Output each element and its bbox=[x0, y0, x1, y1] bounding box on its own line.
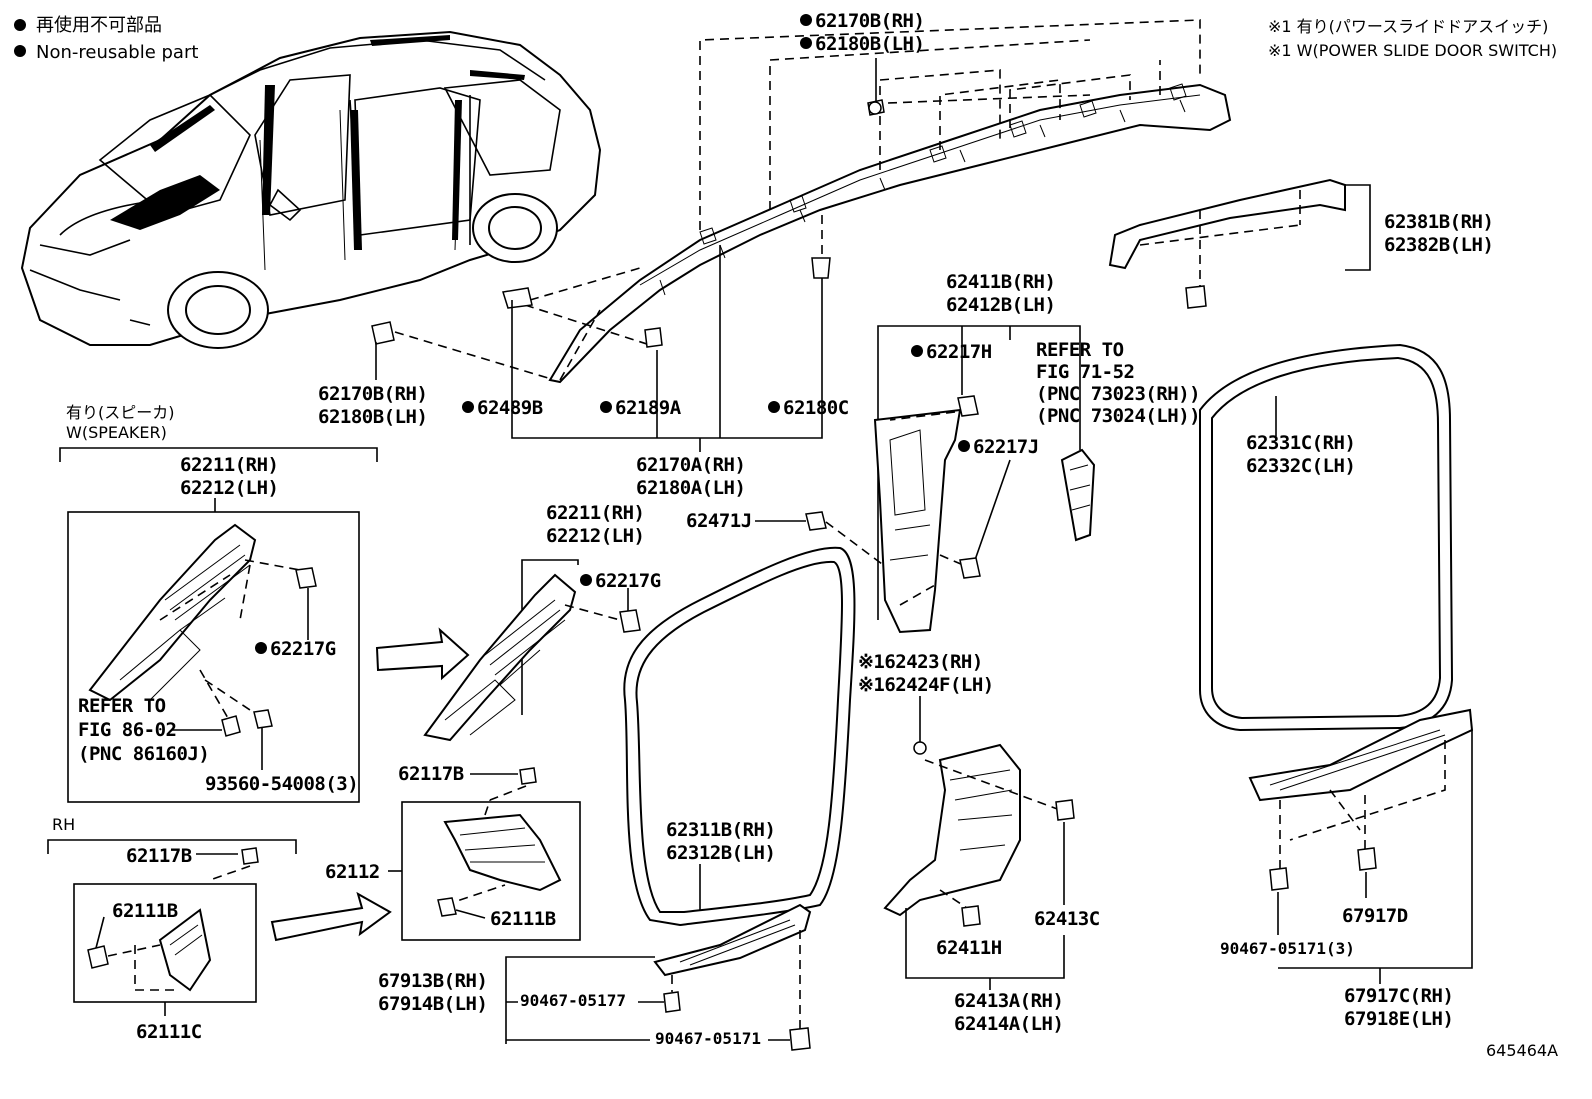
label-62381b-rh: 62381B(RH) bbox=[1384, 211, 1493, 233]
label-67914b-lh: 67914B(LH) bbox=[378, 993, 487, 1015]
legend-en: Non-reusable part bbox=[36, 42, 198, 63]
refer-to-1: REFER TO bbox=[78, 695, 166, 717]
label-62170b-rh: 62170B(RH) bbox=[318, 383, 427, 405]
label-62180b-lh: 62180B(LH) bbox=[318, 406, 427, 428]
label-62212-lh-mid: 62212(LH) bbox=[546, 525, 644, 547]
label-62411h: 62411H bbox=[936, 937, 1002, 959]
label-62170b-rh-top: 62170B(RH) bbox=[815, 10, 924, 32]
illustration-number: 645464A bbox=[1486, 1041, 1558, 1060]
label-90467-05171: 90467-05171 bbox=[655, 1029, 761, 1048]
vehicle-illustration bbox=[20, 30, 602, 349]
clip-62471j-icon bbox=[805, 511, 827, 531]
label-62413a-rh: 62413A(RH) bbox=[954, 990, 1063, 1012]
mid-apillar-group: 62211(RH) 62212(LH) 62217G bbox=[423, 502, 661, 742]
rear-scuff-group: 67917D 90467-05171(3) 67917C(RH) 67918E(… bbox=[1220, 708, 1474, 1030]
rear-molding-group: 62381B(RH) 62382B(LH) bbox=[1108, 178, 1494, 309]
label-62423-rh: ※162423(RH) bbox=[858, 651, 983, 673]
label-62111c: 62111C bbox=[136, 1021, 202, 1043]
label-62117b-left: 62117B bbox=[126, 845, 192, 867]
arrow-rh-to-mid bbox=[270, 891, 392, 942]
label-62111b-mid: 62111B bbox=[490, 908, 556, 930]
label-62112: 62112 bbox=[325, 861, 380, 883]
label-62382b-lh: 62382B(LH) bbox=[1384, 234, 1493, 256]
rh-variant-group: RH 62117B 62111B 62111C bbox=[47, 815, 297, 1043]
label-90467-05177: 90467-05177 bbox=[520, 991, 626, 1010]
non-reusable-dot-icon bbox=[14, 19, 26, 31]
legend-jp: 再使用不可部品 bbox=[36, 15, 162, 36]
label-62211-rh-mid: 62211(RH) bbox=[546, 502, 644, 524]
front-door-seal: 62311B(RH) 62312B(LH) bbox=[623, 546, 856, 927]
non-reusable-dot-icon bbox=[14, 45, 26, 57]
legend: 再使用不可部品 Non-reusable part bbox=[14, 15, 198, 63]
refer-pnc-2a: (PNC 73023(RH)) bbox=[1036, 383, 1200, 405]
speaker-variant-group: 有り(スピーカ) W(SPEAKER) 62211(RH) 62212(LH) … bbox=[59, 403, 378, 803]
label-62189a: 62189A bbox=[615, 397, 682, 419]
label-62424f-lh: ※162424F(LH) bbox=[858, 674, 994, 696]
label-62332c-lh: 62332C(LH) bbox=[1246, 455, 1355, 477]
label-67913b-rh: 67913B(RH) bbox=[378, 970, 487, 992]
speaker-jp: 有り(スピーカ) bbox=[66, 403, 175, 422]
label-62217h: 62217H bbox=[926, 341, 992, 363]
label-62117b-mid: 62117B bbox=[398, 763, 464, 785]
top-clip-callout: 62170B(RH) 62180B(LH) bbox=[800, 10, 925, 55]
note-en: ※1 W(POWER SLIDE DOOR SWITCH) bbox=[1268, 41, 1557, 60]
label-62217g-left: 62217G bbox=[270, 638, 336, 660]
bpillar-upper-group: 62411B(RH) 62412B(LH) 62217H 62217J REFE… bbox=[873, 271, 1201, 634]
label-62414a-lh: 62414A(LH) bbox=[954, 1013, 1063, 1035]
label-62311b-rh: 62311B(RH) bbox=[666, 819, 775, 841]
label-62212-lh-left: 62212(LH) bbox=[180, 477, 278, 499]
refer-fig-1: FIG 86-02 bbox=[78, 719, 176, 741]
refer-fig-2: FIG 71-52 bbox=[1036, 361, 1134, 383]
label-67917d: 67917D bbox=[1342, 905, 1408, 927]
label-62180c: 62180C bbox=[783, 397, 849, 419]
label-67918e-lh: 67918E(LH) bbox=[1344, 1008, 1453, 1030]
refer-pnc-2b: (PNC 73024(LH)) bbox=[1036, 405, 1200, 427]
label-62489b: 62489B bbox=[477, 397, 543, 419]
speaker-en: W(SPEAKER) bbox=[66, 423, 167, 442]
label-93560: 93560-54008(3) bbox=[205, 773, 358, 795]
mid-lower-group: 62117B 62112 62111B bbox=[325, 763, 581, 941]
label-62180b-lh-top: 62180B(LH) bbox=[815, 33, 924, 55]
label-62111b-left: 62111B bbox=[112, 900, 178, 922]
label-62170a-rh: 62170A(RH) bbox=[636, 454, 745, 476]
power-slide-note: ※1 有り(パワースライドドアスイッチ) ※1 W(POWER SLIDE DO… bbox=[1268, 17, 1557, 60]
label-62413c: 62413C bbox=[1034, 908, 1100, 930]
refer-pnc-1: (PNC 86160J) bbox=[78, 743, 209, 765]
label-62331c-rh: 62331C(RH) bbox=[1246, 432, 1355, 454]
label-62217j: 62217J bbox=[973, 436, 1039, 458]
label-90467-05171-3: 90467-05171(3) bbox=[1220, 939, 1355, 958]
label-62411b-rh: 62411B(RH) bbox=[946, 271, 1055, 293]
refer-to-2: REFER TO bbox=[1036, 339, 1124, 361]
label-62312b-lh: 62312B(LH) bbox=[666, 842, 775, 864]
arrow-speaker-to-mid bbox=[375, 627, 470, 681]
label-62211-rh-left: 62211(RH) bbox=[180, 454, 278, 476]
label-62180a-lh: 62180A(LH) bbox=[636, 477, 745, 499]
rail-leaders bbox=[375, 58, 877, 452]
label-62471j: 62471J bbox=[686, 510, 752, 532]
label-67917c-rh: 67917C(RH) bbox=[1344, 985, 1453, 1007]
bpillar-lower-group: ※162423(RH) ※162424F(LH) 62413C 62411H 6… bbox=[858, 651, 1100, 1035]
label-62217g-mid: 62217G bbox=[595, 570, 661, 592]
roof-side-rail bbox=[371, 19, 1232, 384]
label-62412b-lh: 62412B(LH) bbox=[946, 294, 1055, 316]
rh-label: RH bbox=[52, 815, 75, 834]
front-scuff-group: 67913B(RH) 67914B(LH) 90467-05177 90467-… bbox=[378, 903, 812, 1051]
rear-door-seal: 62331C(RH) 62332C(LH) bbox=[1199, 343, 1454, 732]
note-jp: ※1 有り(パワースライドドアスイッチ) bbox=[1268, 17, 1548, 36]
